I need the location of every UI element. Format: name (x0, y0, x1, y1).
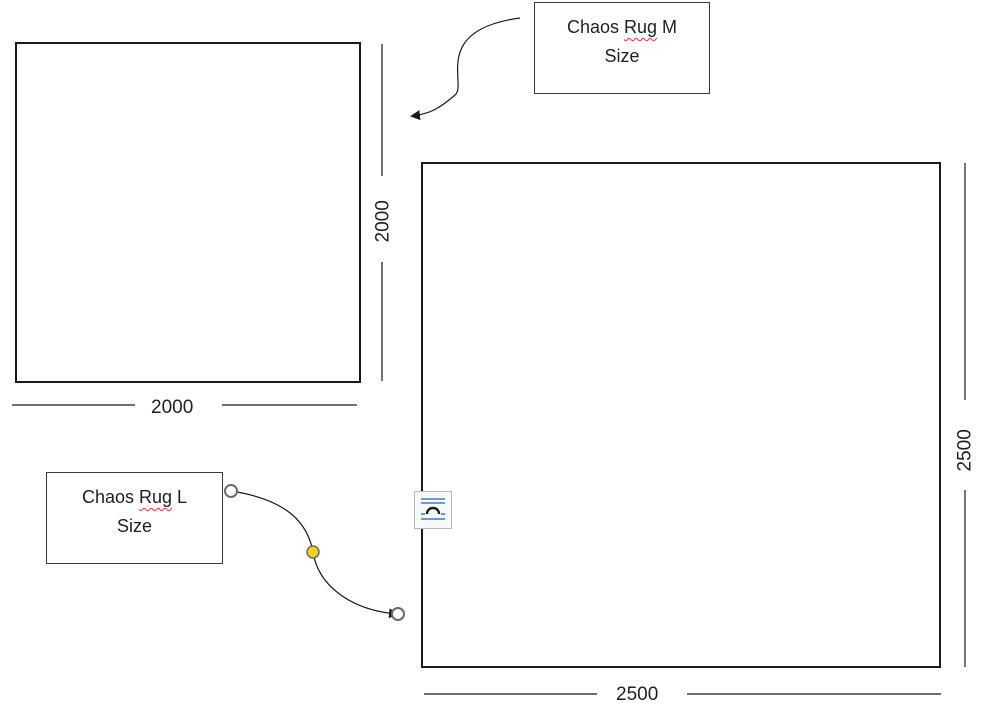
connector-end-handle[interactable] (391, 607, 405, 621)
rug-m-callout-arrow[interactable] (410, 17, 521, 121)
rug-l-callout-title: Chaos Rug L (81, 487, 188, 507)
rug-l-height-label: 2500 (954, 429, 976, 472)
rug-m-callout-title: Chaos Rug M (566, 17, 678, 37)
layout-options-glyph (421, 498, 445, 520)
rug-m-callout[interactable]: Chaos Rug M Size (534, 2, 710, 94)
rug-l-callout[interactable]: Chaos Rug L Size (46, 472, 223, 564)
rug-l-width-label: 2500 (616, 684, 659, 705)
rug-l-square[interactable] (421, 162, 941, 668)
connector-adjust-handle[interactable] (306, 545, 320, 559)
rug-m-height-label: 2000 (372, 200, 394, 243)
connector-start-handle[interactable] (224, 484, 238, 498)
layout-options-icon[interactable] (414, 491, 452, 529)
rug-m-callout-size: Size (604, 46, 640, 66)
rug-m-square[interactable] (15, 42, 361, 383)
rug-m-width-label: 2000 (151, 397, 194, 418)
rug-l-callout-size: Size (116, 516, 152, 536)
